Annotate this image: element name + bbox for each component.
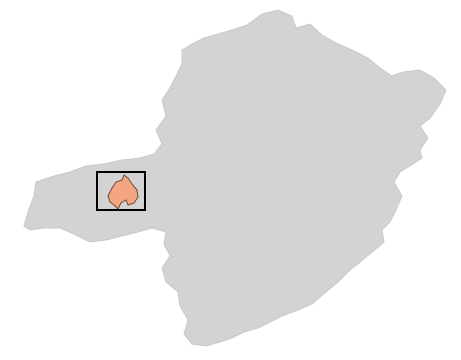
highlight-frame xyxy=(96,171,146,211)
state-outline xyxy=(23,9,447,347)
highlighted-municipality xyxy=(107,174,139,210)
